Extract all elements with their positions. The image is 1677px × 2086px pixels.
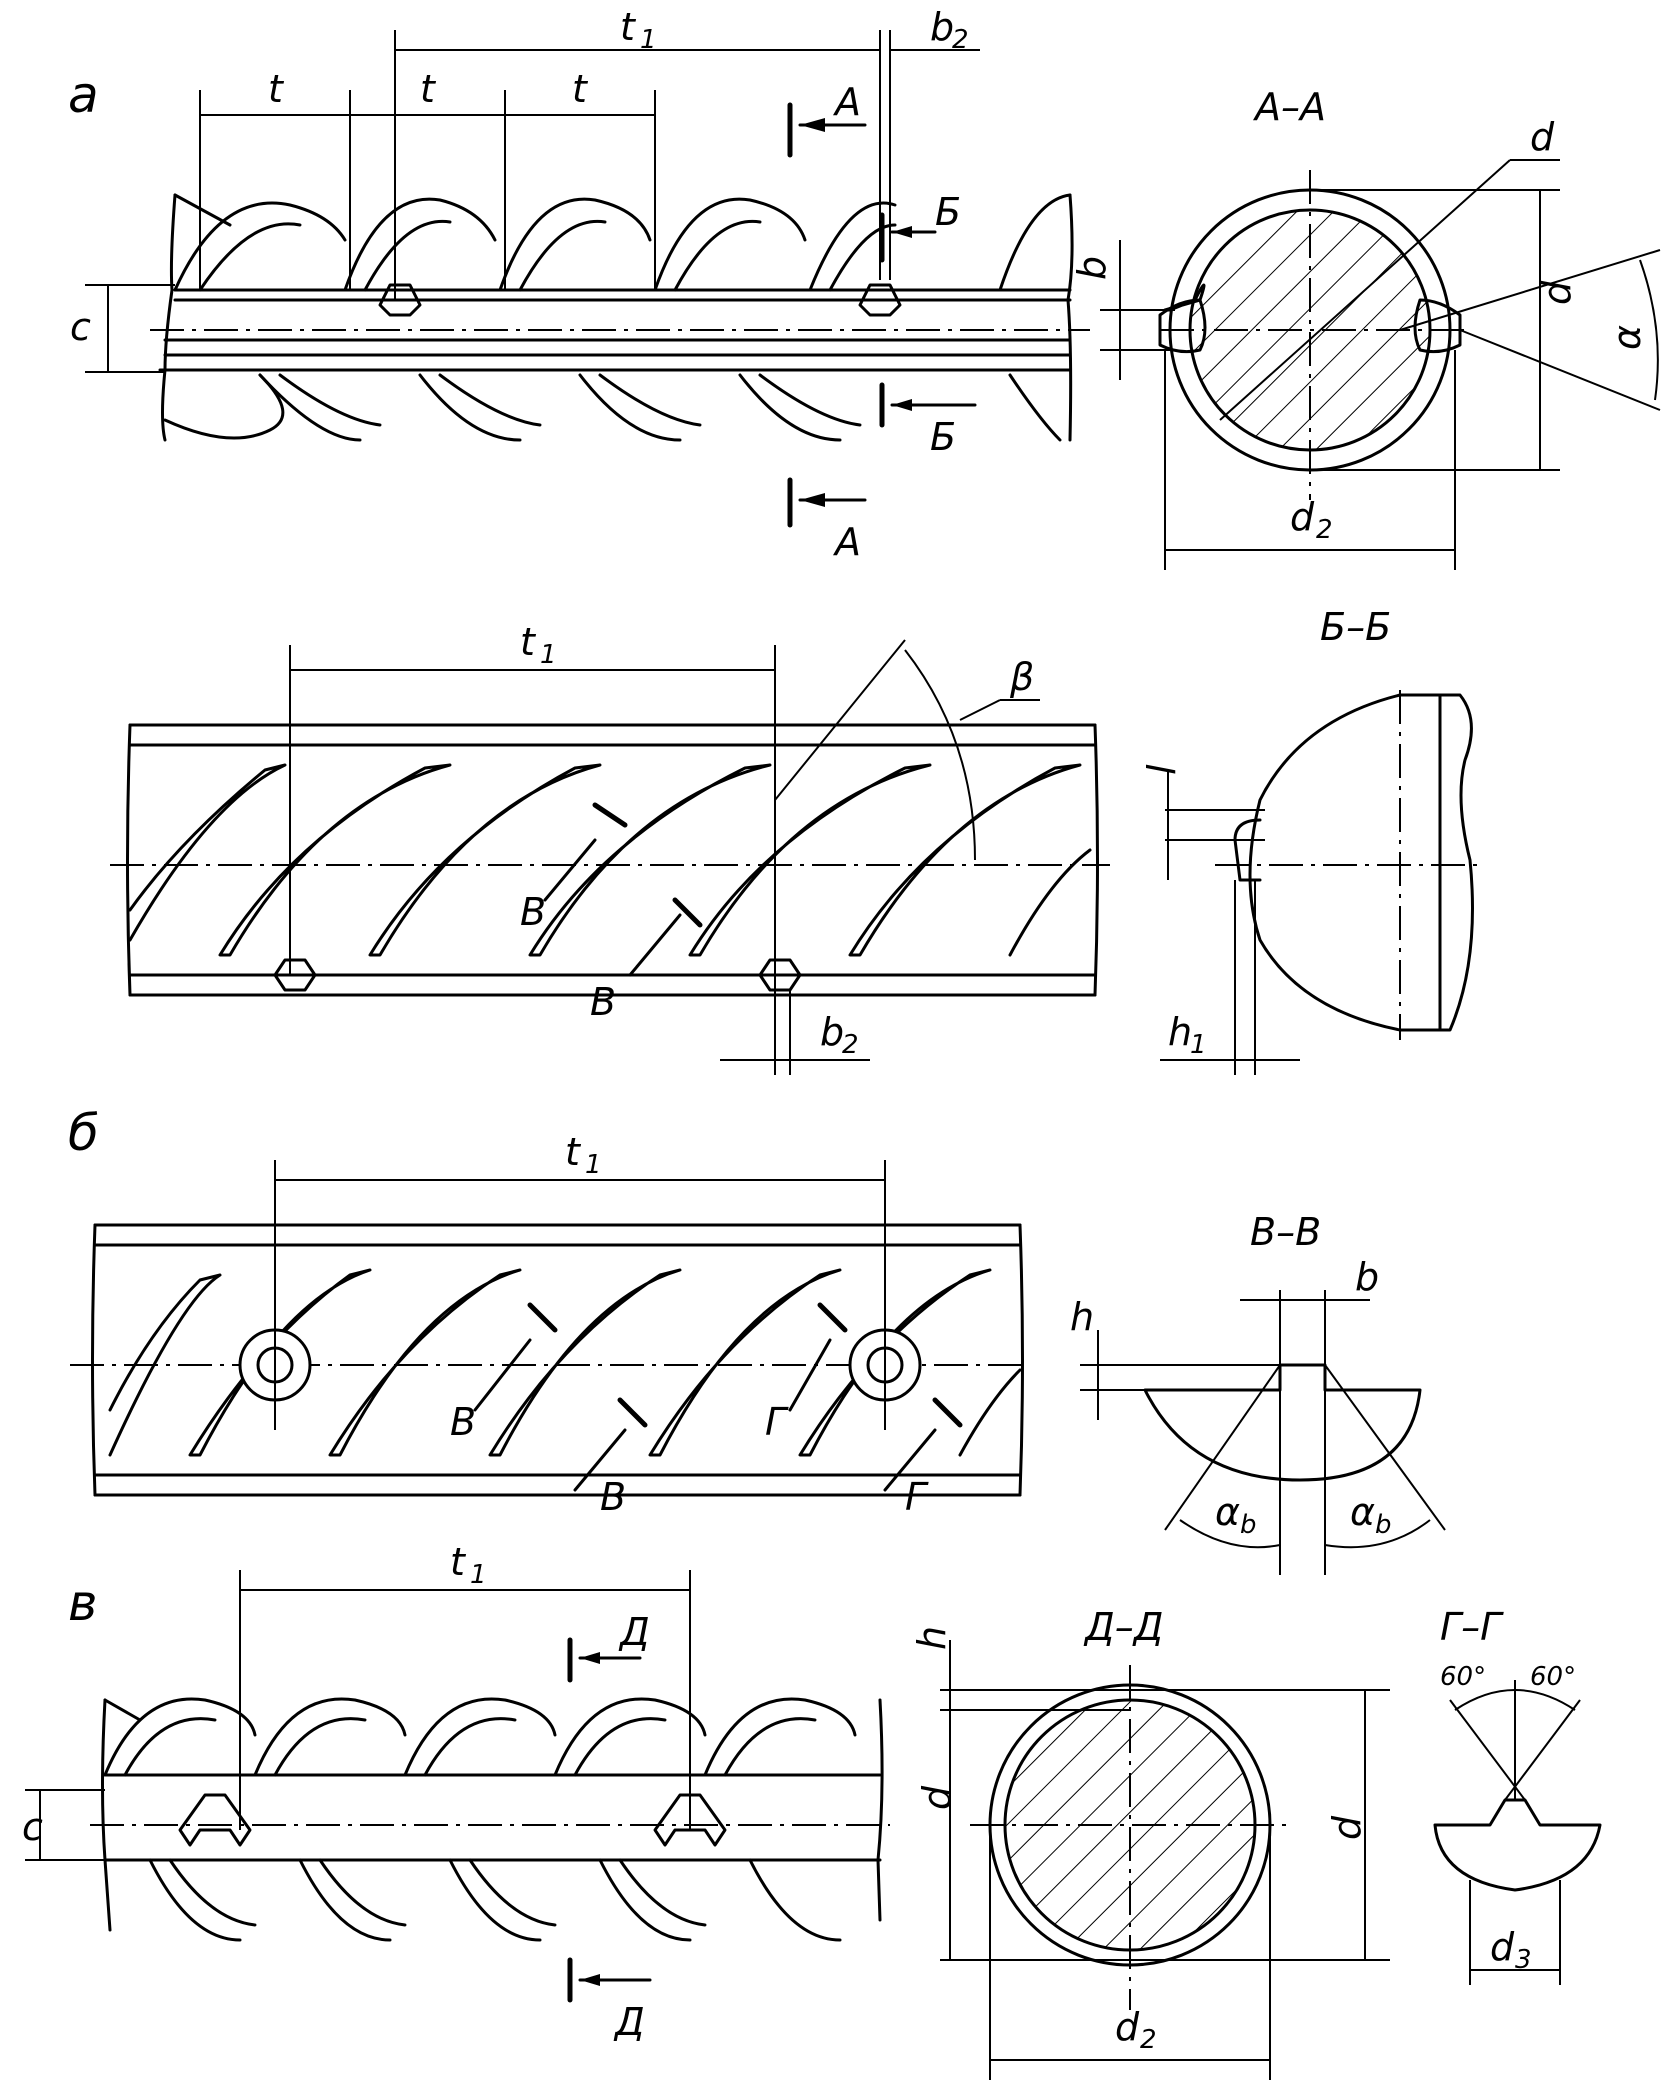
- panel-c-lugs: [178, 1793, 727, 1847]
- plan-view-cut-marks: В В: [520, 802, 703, 1024]
- panel-a-lugs: [378, 283, 902, 317]
- dim-b-vv: b: [1355, 1255, 1379, 1299]
- dim-b1: b: [1070, 256, 1114, 280]
- dim-h1: h: [1168, 1010, 1192, 1054]
- dim-t1-plan-main: t: [520, 620, 537, 664]
- panel-c: в: [22, 1540, 890, 2044]
- dim-angle60-right: 60°: [1530, 1662, 1576, 1692]
- panel-a-top-ribs: [173, 193, 1072, 292]
- dim-b2-a: b: [930, 5, 954, 49]
- dim-d1-dd: d: [1325, 1815, 1369, 1840]
- dim-t-1: t: [268, 67, 285, 111]
- cut-mark-v-4: В: [600, 1475, 626, 1519]
- section-label-dd: Д–Д: [1083, 1605, 1163, 1649]
- cut-mark-d-top: Д: [618, 1610, 650, 1654]
- dim-c-a: c: [70, 305, 91, 349]
- dim-t1-c-main: t: [450, 1540, 467, 1584]
- dim-b2-plan: b: [820, 1010, 844, 1054]
- panel-label-b: б: [68, 1104, 99, 1162]
- cut-mark-b-top: Б: [935, 190, 961, 234]
- dim-lm: l: [1140, 764, 1184, 775]
- panel-b-cut-marks: В В Г Г: [450, 1302, 963, 1519]
- dim-alpha-b-1: α: [1215, 1490, 1240, 1534]
- dim-h-vv: h: [1070, 1295, 1094, 1339]
- cut-mark-g-2: Г: [905, 1475, 929, 1519]
- dim-t1-c-sub: 1: [470, 1560, 487, 1590]
- dim-d2-aa-sub: 2: [1316, 515, 1333, 545]
- panel-label-c: в: [68, 1574, 97, 1632]
- panel-c-bottom-ribs: [148, 1858, 842, 1942]
- panel-a-pitch-dimensions: t t t t 1 b 2: [199, 5, 980, 300]
- dim-alpha-b-1-sub: b: [1240, 1510, 1257, 1540]
- dim-d3: d: [1490, 1925, 1515, 1969]
- plan-view-ribs: [128, 763, 1092, 957]
- dim-alpha-b-2-sub: b: [1375, 1510, 1392, 1540]
- dim-d2-dd: d: [1115, 2005, 1140, 2049]
- panel-c-top-ribs: [103, 1697, 857, 1777]
- dim-d3-sub: 3: [1515, 1945, 1532, 1975]
- section-bb: Б–Б l h 1: [1140, 605, 1480, 1075]
- panel-a-side-view: а: [68, 5, 1175, 564]
- dim-b2-a-sub: 2: [952, 25, 969, 55]
- cut-mark-g-1: Г: [765, 1400, 789, 1444]
- dim-t1-a-sub: 1: [640, 25, 657, 55]
- dim-c-c: c: [22, 1805, 43, 1849]
- dim-t1-a-main: t: [620, 5, 637, 49]
- section-label-vv: В–В: [1250, 1210, 1321, 1254]
- cut-mark-v-3: В: [450, 1400, 476, 1444]
- section-aa: А–А d d 2 d α: [1158, 85, 1661, 570]
- dim-t1-b-sub: 1: [585, 1150, 602, 1180]
- panel-a-b1-dimension: b: [1070, 240, 1175, 380]
- cut-mark-a-bottom: А: [832, 520, 861, 564]
- dim-alpha-p: α: [1605, 325, 1649, 350]
- panel-c-cut-marks: Д Д: [567, 1610, 652, 2044]
- panel-label-a: а: [68, 66, 99, 124]
- cut-mark-v-2: В: [590, 980, 616, 1024]
- cut-mark-v-1: В: [520, 890, 546, 934]
- section-gg: Г–Г 60° 60° d 3: [1433, 1605, 1602, 1985]
- dim-d1-aa: d: [1535, 280, 1579, 305]
- dim-t-3: t: [572, 67, 589, 111]
- section-label-gg: Г–Г: [1440, 1605, 1504, 1649]
- dim-h-dd: h: [910, 1626, 954, 1650]
- panel-a-bottom-ribs: [163, 373, 1062, 442]
- dim-t1-plan-sub: 1: [540, 640, 557, 670]
- panel-b: б t 1 В: [68, 1104, 1030, 1519]
- cut-mark-a-top: А: [832, 80, 861, 124]
- cut-mark-d-bottom: Д: [613, 2000, 645, 2044]
- dim-d-aa: d: [1530, 115, 1555, 159]
- dim-b2-plan-sub: 2: [842, 1030, 859, 1060]
- dim-beta: β: [1009, 655, 1034, 699]
- section-vv: В–В b h α b α b: [1070, 1210, 1446, 1575]
- dim-t1-b-main: t: [565, 1130, 582, 1174]
- dim-d2-dd-sub: 2: [1140, 2025, 1157, 2055]
- dim-h1-sub: 1: [1190, 1030, 1207, 1060]
- cut-mark-b-bottom: Б: [930, 415, 956, 459]
- dim-t-2: t: [420, 67, 437, 111]
- section-label-bb: Б–Б: [1320, 605, 1391, 649]
- panel-a-cut-marks: А А Б Б: [787, 80, 977, 564]
- dim-angle60-left: 60°: [1440, 1662, 1486, 1692]
- panel-a-plan-view: t 1 b 2 β В В: [110, 620, 1110, 1075]
- panel-a-c-dimension: c: [70, 284, 175, 373]
- section-label-aa: А–А: [1252, 85, 1326, 129]
- section-dd: Д–Д d h d d 2: [910, 1605, 1390, 2080]
- dim-d2-aa: d: [1290, 495, 1315, 539]
- dim-alpha-b-2: α: [1350, 1490, 1375, 1534]
- dim-d-dd: d: [915, 1785, 959, 1810]
